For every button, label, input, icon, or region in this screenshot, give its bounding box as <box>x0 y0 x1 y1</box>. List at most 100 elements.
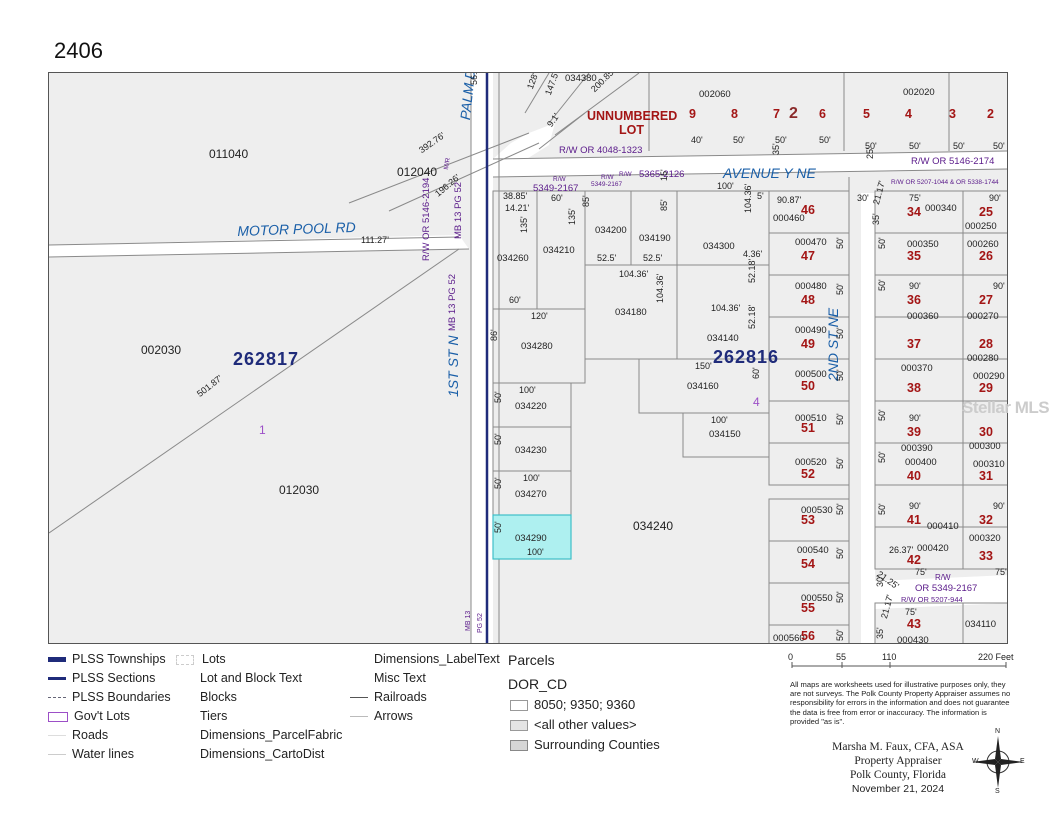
parcel-012030: 012030 <box>279 483 320 497</box>
dim-d10436b: 104.36' <box>655 273 665 303</box>
dim-d50m4: 50' <box>877 503 887 515</box>
dim-d50r8: 50' <box>835 547 845 559</box>
lot-43: 43 <box>907 617 921 631</box>
dim-d135a: 135' <box>519 216 529 233</box>
scale-tick-220: 220 Feet <box>978 652 1014 662</box>
legend-item-dim-parcel-fabric: Dimensions_ParcelFabric <box>200 728 343 742</box>
dim-d50t6: 50' <box>953 141 965 151</box>
lot-34: 34 <box>907 205 921 219</box>
dim-d50m3: 50' <box>877 451 887 463</box>
dim-d90d: 90' <box>909 413 921 423</box>
unnumbered-lot-2: LOT <box>619 123 644 137</box>
scale-bar-graphic <box>791 662 1007 668</box>
lot-37: 37 <box>907 337 921 351</box>
dim-d50r9: 50' <box>835 591 845 603</box>
parcels-class-special: 8050; 9350; 9360 <box>510 697 635 712</box>
township-label-262816: 262816 <box>713 347 780 367</box>
lot-top-4: 5 <box>863 107 870 121</box>
dim-d75b: 75' <box>915 567 927 577</box>
lot-36: 36 <box>907 293 921 307</box>
parcel-034290: 034290 <box>515 533 547 544</box>
dim-d90e: 90' <box>909 501 921 511</box>
compass-w: W <box>972 758 979 765</box>
parcel-map[interactable] <box>49 73 1008 644</box>
parcel-000370: 000370 <box>901 363 933 374</box>
block-label-2: 2 <box>789 105 798 122</box>
dim-d50t1: 50' <box>733 135 745 145</box>
parcels-class-counties: Surrounding Counties <box>510 737 660 752</box>
parcel-000460: 000460 <box>773 213 805 224</box>
parcel-000480: 000480 <box>795 281 827 292</box>
parcel-002060: 002060 <box>699 89 731 100</box>
page-id: 2406 <box>54 38 103 63</box>
subject-parcel-highlight[interactable] <box>492 514 572 560</box>
legend-item-misc-text: Misc Text <box>374 671 426 685</box>
dim-d50r1: 50' <box>835 237 845 249</box>
parcel-000490: 000490 <box>795 325 827 336</box>
dim-d50a: 50' <box>493 391 503 403</box>
parcel-lines <box>49 73 1007 643</box>
dim-d85b: 85' <box>659 199 669 211</box>
parcel-034150: 034150 <box>709 429 741 440</box>
legend-item-plss-sections: PLSS Sections <box>48 671 155 685</box>
dim-d30a: 30' <box>857 193 869 203</box>
dim-d90a: 90' <box>989 193 1001 203</box>
unnumbered-lot-1: UNNUMBERED <box>587 109 678 123</box>
legend-item-dim-cartodist: Dimensions_CartoDist <box>200 747 325 761</box>
dim-d60c: 60' <box>751 367 761 379</box>
rw-small-a: R/W <box>553 176 566 183</box>
lot-top-3: 6 <box>819 107 826 121</box>
dim-d10436c: 104.36' <box>711 303 741 313</box>
dim-d86: 86' <box>489 329 499 341</box>
lot-30: 30 <box>979 425 993 439</box>
dim-d5625: 56.25' <box>469 72 479 85</box>
dim-d150: 150' <box>695 361 712 371</box>
rw-5349-b: 5349-2167 <box>591 181 623 188</box>
credit-block: Marsha M. Faux, CFA, ASA Property Apprai… <box>812 740 984 796</box>
lot-28: 28 <box>979 337 993 351</box>
lot-27: 27 <box>979 293 993 307</box>
lot-25: 25 <box>979 205 993 219</box>
lot-48: 48 <box>801 293 815 307</box>
dim-d15: 15' <box>659 169 669 181</box>
parcel-034180: 034180 <box>615 307 647 318</box>
compass-s: S <box>995 788 1000 795</box>
dim-d35b: 35' <box>871 213 881 225</box>
dim-d75d: 75' <box>905 607 917 617</box>
rw-4048: R/W OR 4048-1323 <box>559 145 643 156</box>
mb13-a: MB 13 PG 52 <box>453 181 464 239</box>
lot-33: 33 <box>979 549 993 563</box>
rw-small-c: R/W <box>619 171 632 178</box>
dim-d50t2: 50' <box>775 135 787 145</box>
parcel-000340: 000340 <box>925 203 957 214</box>
credit-county: Polk County, Florida <box>849 769 947 781</box>
legend-item-arrows: Arrows <box>350 709 413 723</box>
scale-tick-55: 55 <box>836 652 847 662</box>
dim-d50t4: 50' <box>865 141 877 151</box>
legend-item-tiers: Tiers <box>200 709 228 723</box>
dim-d50b: 50' <box>493 433 503 445</box>
rw-5146-2174: R/W OR 5146-2174 <box>911 156 995 167</box>
or-5349: OR 5349-2167 <box>915 583 978 594</box>
dim-d50c: 50' <box>493 477 503 489</box>
parcel-000420: 000420 <box>917 543 949 554</box>
scale-tick-110: 110 <box>882 652 897 662</box>
legend-item-govt-lots: Gov't Lots <box>48 709 130 723</box>
lot-40: 40 <box>907 469 921 483</box>
credit-title: Property Appraiser <box>854 755 942 767</box>
dim-d50m1: 50' <box>877 279 887 291</box>
dim-d40: 40' <box>691 135 703 145</box>
dim-d100a: 100' <box>519 385 536 395</box>
legend-item-railroads: Railroads <box>350 690 427 704</box>
lot-47: 47 <box>801 249 815 263</box>
parcel-012040: 012040 <box>397 165 438 179</box>
dim-d50r10: 50' <box>835 629 845 641</box>
lot-32: 32 <box>979 513 993 527</box>
dim-d85a: 85' <box>581 195 591 207</box>
dim-d11127: 111.27' <box>361 235 389 245</box>
legend: PLSS Townships PLSS Sections PLSS Bounda… <box>48 648 518 798</box>
gov-lot-1: 1 <box>259 423 266 437</box>
rw-5349-a: 5349-2167 <box>533 183 579 194</box>
dim-d1421: 14.21' <box>505 203 530 213</box>
